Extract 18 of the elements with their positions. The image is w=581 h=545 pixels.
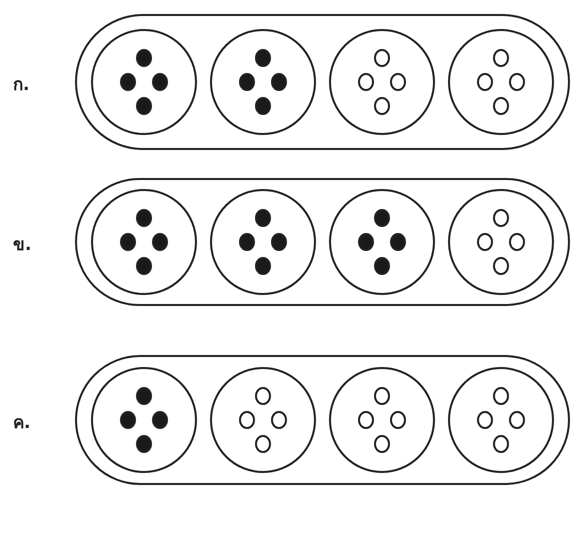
circle <box>91 367 197 473</box>
row-label: ค. <box>13 412 30 435</box>
row-label: ข. <box>13 234 32 257</box>
circle <box>329 29 435 135</box>
circle <box>329 367 435 473</box>
circle <box>448 367 554 473</box>
circle <box>91 29 197 135</box>
circle <box>91 189 197 295</box>
circle <box>210 189 316 295</box>
circle <box>210 29 316 135</box>
circle <box>210 367 316 473</box>
row-label: ก. <box>13 74 30 97</box>
rounded-band <box>75 14 570 150</box>
rounded-band <box>75 355 570 485</box>
circle <box>329 189 435 295</box>
circle <box>448 29 554 135</box>
rounded-band <box>75 178 570 306</box>
circle <box>448 189 554 295</box>
